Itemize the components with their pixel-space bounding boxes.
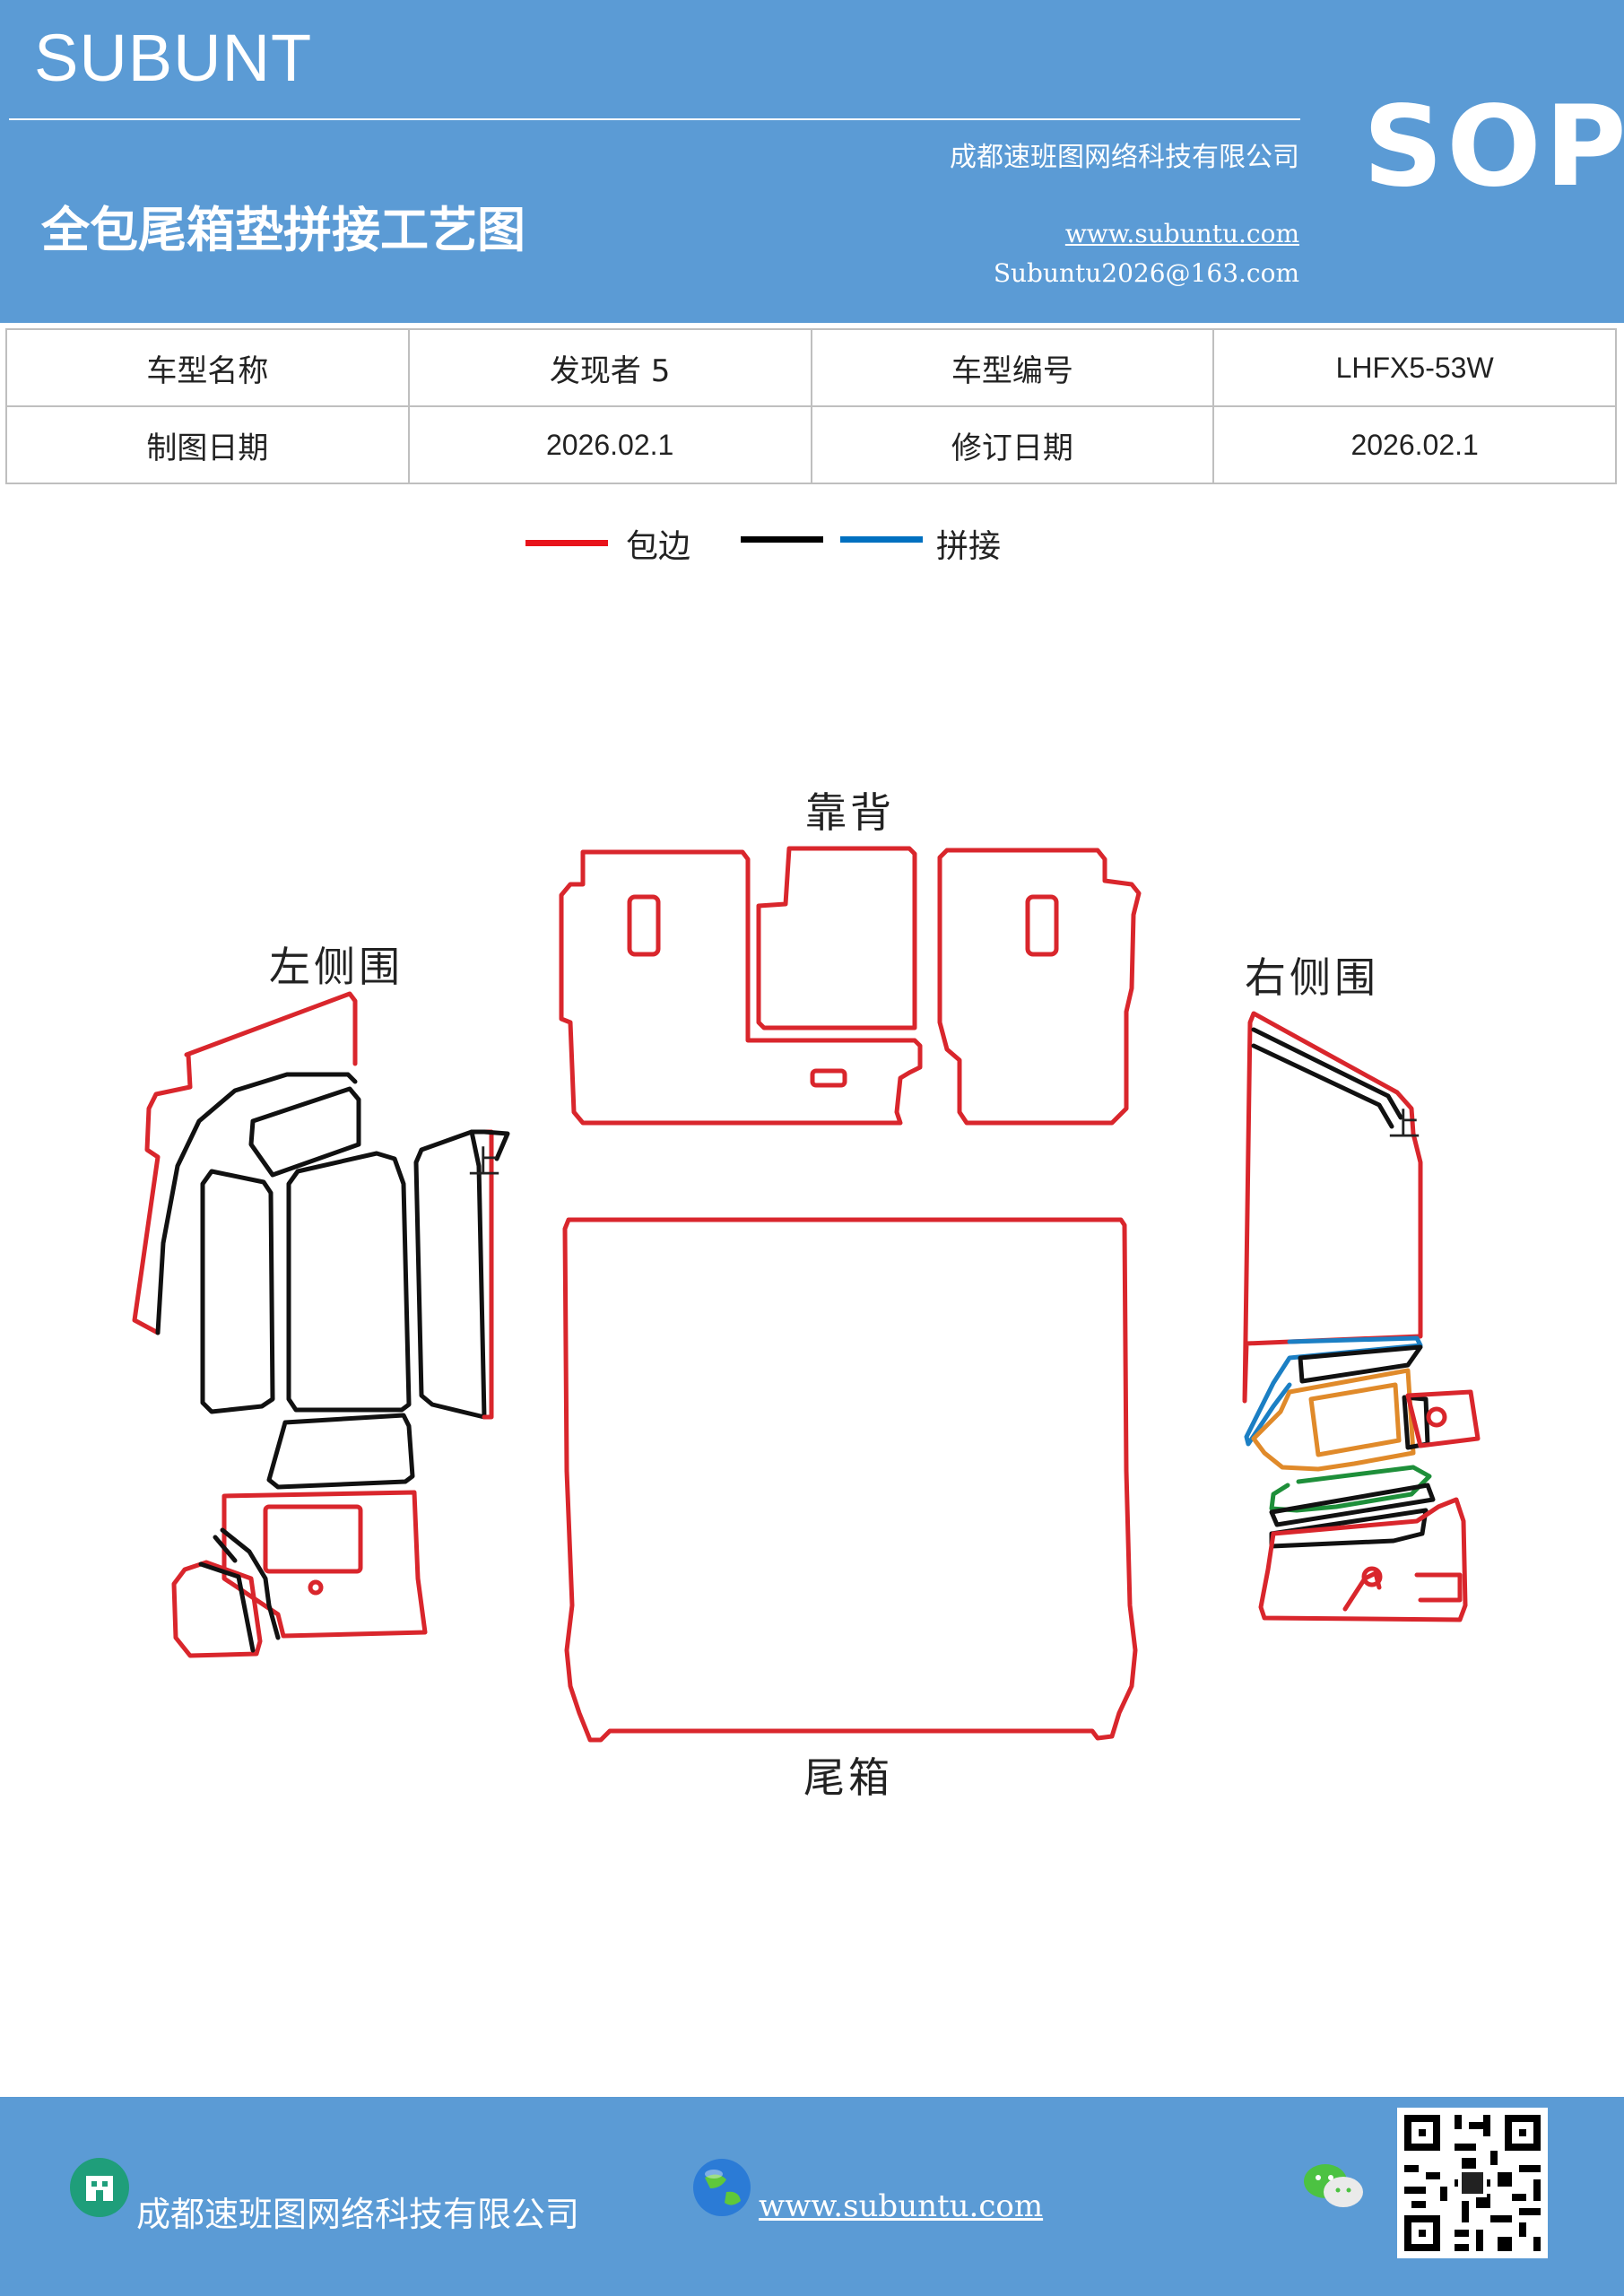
legend-label-edge: 包边	[626, 528, 691, 565]
legend-line-edge	[525, 540, 608, 546]
right-side-bottom-hole	[1361, 1566, 1383, 1587]
qr-code	[1397, 2108, 1548, 2258]
right-side-green-seam	[1269, 1465, 1432, 1513]
backrest-middle-slot	[810, 1068, 847, 1088]
footer-company: 成都速班图网络科技有限公司	[136, 2195, 580, 2234]
label-model-code: 车型编号	[810, 328, 1215, 407]
label-draw-date: 制图日期	[5, 405, 410, 484]
mat-diagram: 上 上	[132, 846, 1481, 1743]
left-side-curl-piece	[171, 1560, 263, 1658]
document-title: 全包尾箱垫拼接工艺图	[41, 202, 525, 258]
label-revise-date: 修订日期	[810, 405, 1215, 484]
right-side-black-seam-1	[1298, 1344, 1423, 1384]
backrest-right-slot	[1025, 894, 1059, 957]
right-side-blue-seam	[1244, 1335, 1423, 1447]
backrest-left-slot	[627, 894, 661, 957]
left-side-panel-a	[200, 1169, 275, 1414]
qr-code-icon	[1397, 2108, 1548, 2258]
trunk-piece	[562, 1217, 1138, 1743]
building-icon	[70, 2158, 129, 2217]
sop-badge: SOP	[1363, 83, 1624, 212]
left-side-panel-c	[413, 1129, 487, 1420]
backrest-right-piece	[937, 848, 1142, 1126]
table-row: 制图日期 2026.02.1 修订日期 2026.02.1	[5, 405, 1617, 484]
wechat-icon	[1304, 2164, 1363, 2207]
company-name: 成都速班图网络科技有限公司	[950, 142, 1299, 173]
value-model-code: LHFX5-53W	[1212, 328, 1617, 407]
vehicle-info-table: 车型名称 发现者 5 车型编号 LHFX5-53W 制图日期 2026.02.1…	[5, 328, 1617, 484]
value-model-name: 发现者 5	[407, 328, 812, 407]
label-left-side: 左侧围	[269, 943, 404, 991]
value-revise-date: 2026.02.1	[1212, 405, 1617, 484]
legend: 包边 拼接	[0, 520, 1624, 574]
email-address: Subuntu2026@163.com	[993, 258, 1299, 288]
right-side-bottom-piece	[1258, 1497, 1468, 1622]
left-side-top-notch	[469, 1129, 510, 1161]
backrest-left-piece	[559, 849, 923, 1126]
right-side-hole	[1426, 1406, 1447, 1428]
left-side-hole	[308, 1579, 324, 1596]
label-model-name: 车型名称	[5, 328, 410, 407]
website-link[interactable]: www.subuntu.com	[1064, 219, 1299, 248]
header-divider	[9, 118, 1300, 120]
right-side-black-band	[1251, 1027, 1403, 1129]
label-backrest: 靠背	[805, 788, 895, 837]
header-banner: SUBUNT SOP 成都速班图网络科技有限公司 全包尾箱垫拼接工艺图 www.…	[0, 0, 1624, 323]
legend-label-seam: 拼接	[936, 528, 1002, 565]
left-side-bottom-piece	[221, 1490, 428, 1639]
left-side-panel-b	[286, 1151, 412, 1413]
label-right-side: 右侧围	[1245, 953, 1379, 1002]
legend-line-seam	[840, 536, 923, 543]
left-side-curl-seam	[198, 1527, 281, 1653]
left-up-mark: 上	[468, 1144, 500, 1181]
backrest-middle-piece	[756, 846, 917, 1031]
brand-name: SUBUNT	[34, 21, 313, 95]
left-side-bottom-rect	[263, 1504, 363, 1574]
left-side-outer-edge	[132, 991, 358, 1335]
right-side-outer-edge	[1242, 1011, 1423, 1404]
legend-line-black	[741, 536, 823, 543]
right-side-orange-inner	[1308, 1382, 1402, 1457]
label-trunk: 尾箱	[803, 1753, 893, 1802]
left-side-lower-panel	[266, 1413, 415, 1490]
value-draw-date: 2026.02.1	[407, 405, 812, 484]
globe-icon	[693, 2159, 751, 2216]
table-row: 车型名称 发现者 5 车型编号 LHFX5-53W	[5, 328, 1617, 407]
left-side-window	[248, 1086, 361, 1178]
footer-website[interactable]: www.subuntu.com	[759, 2188, 1044, 2224]
right-side-black-seam-2	[1269, 1483, 1436, 1527]
left-side-arch	[155, 1072, 358, 1335]
right-side-hole-piece	[1405, 1389, 1481, 1448]
right-up-mark: 上	[1388, 1107, 1420, 1144]
